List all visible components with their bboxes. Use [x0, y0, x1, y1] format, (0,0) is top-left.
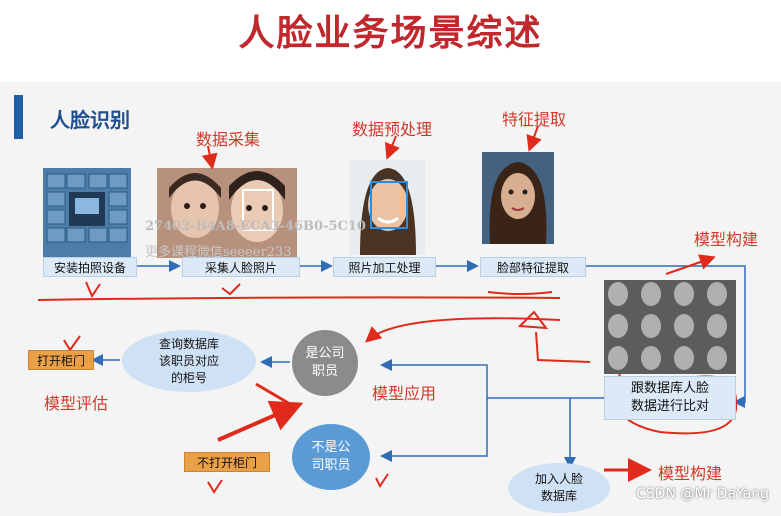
step-capture-photo: 采集人脸照片: [182, 257, 300, 277]
feature-illustration: [482, 152, 554, 244]
section-title: 人脸识别: [50, 108, 130, 132]
compare-db-line2: 数据进行比对: [630, 399, 709, 414]
step-add-face-db: 加入人脸 数据库: [508, 463, 610, 513]
watermark-line1: 27402-B4A8-ECA3-46B0-5C10: [145, 219, 366, 234]
credit-label: CSDN @Mr DaYang: [636, 486, 769, 502]
is-employee-line2: 职员: [311, 364, 338, 379]
annotation-preprocessing: 数据预处理: [352, 120, 433, 139]
annotation-model-application: 模型应用: [372, 384, 437, 403]
annotation-feature-extraction: 特征提取: [502, 110, 567, 129]
step-photo-processing: 照片加工处理: [333, 257, 436, 277]
face-grid-illustration: [604, 280, 736, 374]
faces-photo: [157, 168, 297, 258]
not-employee-line1: 不是公: [311, 440, 351, 455]
annotation-model-build-bottom: 模型构建: [658, 464, 723, 483]
compare-db-line1: 跟数据库人脸: [630, 381, 709, 396]
query-db-line1: 查询数据库: [158, 336, 219, 351]
feature-photo: [482, 152, 554, 244]
step-no-open-locker: 不打开柜门: [184, 452, 270, 472]
step-install-camera: 安装拍照设备: [43, 257, 137, 277]
query-db-line3: 的柜号: [170, 370, 207, 385]
decision-is-employee: 是公司 职员: [292, 330, 358, 396]
step-open-locker: 打开柜门: [28, 350, 94, 370]
preprocess-photo: [350, 160, 425, 255]
locker-image: [43, 168, 131, 258]
annotation-data-collection: 数据采集: [196, 130, 261, 149]
preprocess-illustration: [350, 160, 425, 255]
watermark-line2: 更多课程微信seeeer233: [145, 245, 292, 260]
step-query-db: 查询数据库 该职员对应 的柜号: [122, 330, 256, 392]
query-db-line2: 该职员对应: [158, 353, 219, 368]
page-title: 人脸业务场景综述: [238, 13, 543, 54]
section-accent-bar: [14, 95, 23, 139]
face-database-grid: [604, 280, 736, 374]
step-compare-db: 跟数据库人脸 数据进行比对: [604, 376, 736, 420]
not-employee-line2: 司职员: [311, 458, 351, 473]
step-feature-extract: 脸部特征提取: [480, 257, 586, 277]
annotation-model-evaluation: 模型评估: [44, 394, 109, 413]
annotation-model-build-top: 模型构建: [694, 230, 759, 249]
is-employee-line1: 是公司: [305, 346, 345, 361]
decision-not-employee: 不是公 司职员: [292, 424, 370, 490]
add-face-db-line2: 数据库: [540, 489, 577, 503]
add-face-db-line1: 加入人脸: [534, 472, 583, 486]
locker-illustration: [43, 168, 131, 258]
faces-illustration: [157, 168, 297, 258]
